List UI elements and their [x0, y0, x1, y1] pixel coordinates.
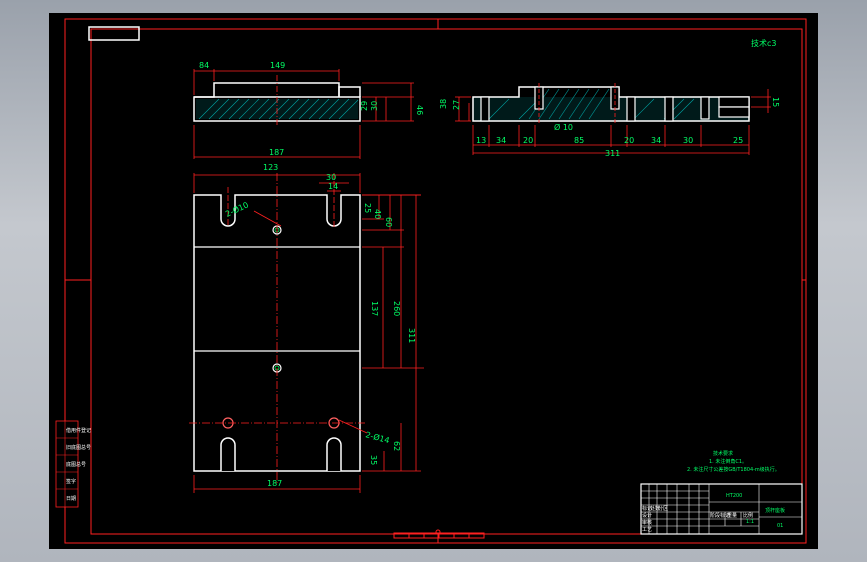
plan-dim-40: 40: [373, 209, 382, 219]
left-registration-strip: 借用件登记 旧底图总号 底图总号 签字 日期: [55, 420, 91, 508]
plan-dim-14: 14: [328, 182, 338, 191]
side-dim-30: 30: [683, 136, 693, 145]
tb-material: HT200: [726, 493, 742, 499]
plan-dim-62: 62: [392, 441, 401, 451]
side-dim-15: 15: [771, 97, 780, 107]
tb-zone-label: 分区: [658, 505, 668, 512]
plan-dim-35: 35: [369, 455, 378, 465]
drawing-canvas[interactable]: 84 149 187 46 29 30: [49, 13, 818, 549]
side-dim-38: 38: [439, 99, 448, 109]
technical-notes: 技术要求 1. 未注倒角C1。 2. 未注尺寸公差按GB/T1804-m级执行。: [687, 450, 780, 473]
plan-view: 123 30 14 25 40 60 137 260 311 62 35 187…: [189, 163, 424, 493]
side-dim-34a: 34: [496, 136, 506, 145]
dim-30: 30: [370, 101, 379, 111]
notes-title: 技术要求: [713, 450, 733, 457]
dim-46: 46: [415, 105, 424, 115]
side-dim-85: 85: [574, 136, 584, 145]
strip-item-2: 底图总号: [66, 461, 86, 468]
strip-item-0: 借用件登记: [66, 427, 91, 434]
side-dim-25: 25: [733, 136, 743, 145]
notes-line1: 1. 未注倒角C1。: [709, 458, 747, 465]
hole-label-top: 2-Ø10: [224, 199, 250, 218]
tb-part-name: 顶杆座板: [765, 507, 785, 514]
tb-design-label: 设计: [642, 512, 652, 519]
tb-scale: 1:1: [746, 519, 754, 525]
tb-weight-label: 重量: [727, 512, 737, 519]
side-view: 38 27 13 34 20 85 20 34 30 25 311 Ø 10 1…: [439, 38, 780, 158]
drawing-number-box: [88, 26, 140, 41]
plan-dim-123: 123: [263, 163, 278, 172]
side-dim-13: 13: [476, 136, 486, 145]
tb-count-label: 处数: [650, 505, 660, 512]
tb-scale-label: 比例: [743, 512, 753, 519]
strip-item-3: 签字: [66, 478, 76, 485]
side-dim-311: 311: [605, 149, 620, 158]
roughness-note: 技术c3: [751, 38, 777, 48]
side-dim-27: 27: [452, 100, 461, 110]
dim-187: 187: [269, 148, 284, 157]
side-dim-20: 20: [523, 136, 533, 145]
plan-dim-260: 260: [392, 301, 401, 316]
plan-dim-137: 137: [370, 301, 379, 316]
dim-29: 29: [360, 101, 369, 111]
plan-dim-311: 311: [407, 328, 416, 343]
plan-dim-187: 187: [267, 479, 282, 488]
strip-item-4: 日期: [66, 496, 76, 502]
tb-mark-label: 标记: [642, 505, 652, 512]
title-block: HT200 顶杆座板 01 1:1 阶段标记 重量 比例 标记 处数 设计 审核…: [640, 483, 803, 535]
plan-dim-25: 25: [363, 203, 372, 213]
hole-label-bottom: 2-Ø14: [364, 429, 390, 445]
inner-border: [90, 28, 803, 535]
tb-drawing-no: 01: [777, 523, 783, 529]
plan-dim-30: 30: [326, 173, 336, 182]
dim-149: 149: [270, 61, 285, 70]
plan-dim-60: 60: [384, 217, 393, 227]
bottom-ruler: [393, 529, 485, 539]
dim-84: 84: [199, 61, 209, 70]
tb-process-label: 工艺: [642, 527, 652, 533]
cad-drawing: 84 149 187 46 29 30: [55, 18, 807, 544]
side-dim-20b: 20: [624, 136, 634, 145]
side-dim-phi10: Ø 10: [554, 122, 573, 132]
outer-border: [64, 18, 807, 544]
tb-stage-label: 阶段标记: [710, 512, 730, 519]
top-view: 84 149 187 46 29 30: [193, 61, 424, 159]
tb-review-label: 审核: [642, 519, 652, 526]
notes-line2: 2. 未注尺寸公差按GB/T1804-m级执行。: [687, 466, 780, 473]
strip-item-1: 旧底图总号: [66, 444, 91, 451]
side-dim-34b: 34: [651, 136, 661, 145]
